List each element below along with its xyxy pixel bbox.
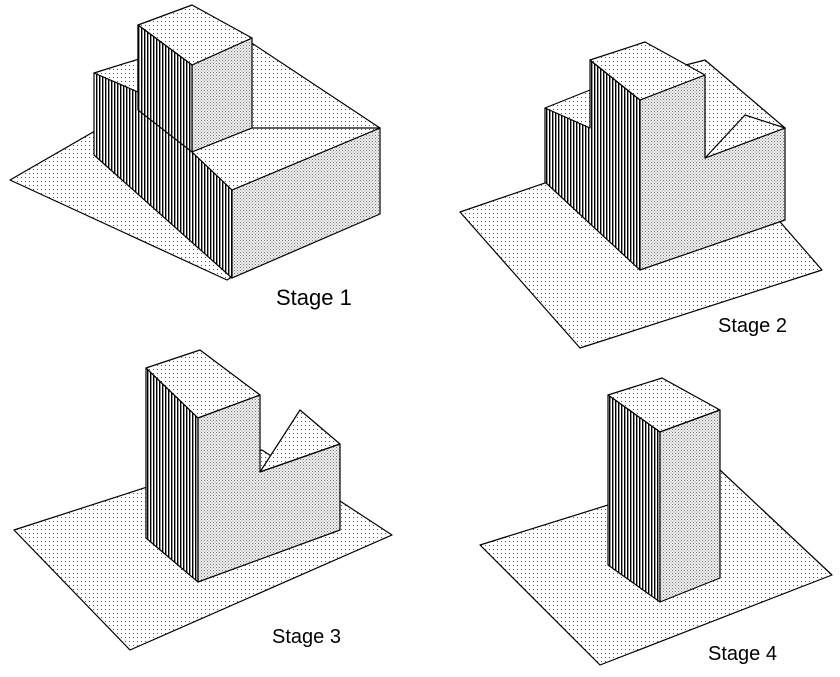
stage-4-label: Stage 4 <box>708 643 777 665</box>
stage-1-label: Stage 1 <box>276 285 352 310</box>
stage-2-figure: Stage 2 <box>459 41 823 349</box>
stage-2-ledge <box>704 114 786 159</box>
stage-2-tower-top <box>589 41 706 101</box>
stage-2-label: Stage 2 <box>718 315 787 337</box>
stage-3-label: Stage 3 <box>272 626 341 648</box>
stage-3-figure: Stage 3 <box>13 349 393 651</box>
stage-1-figure: Stage 1 <box>9 4 381 310</box>
stage-4-right-face <box>659 409 721 603</box>
stage-4-figure: Stage 4 <box>479 377 833 666</box>
stage-4-left-face <box>607 394 661 603</box>
stage-1-ledge <box>191 127 381 191</box>
stage-3-right-face <box>197 394 341 583</box>
